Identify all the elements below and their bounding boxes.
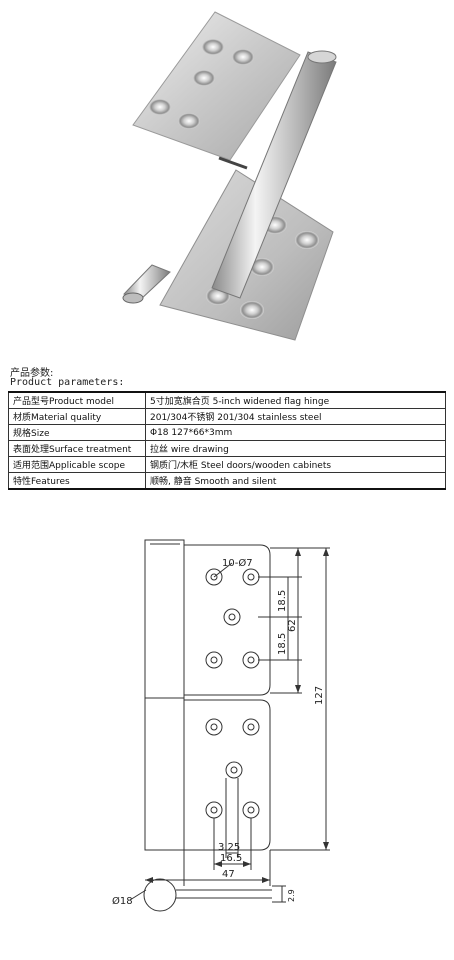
- spec-key: 规格Size: [8, 424, 146, 441]
- dim-62: 62: [287, 619, 298, 632]
- upper-leaf-outline: [184, 544, 271, 696]
- product-photo: [122, 11, 337, 341]
- upper-leaf: [132, 11, 301, 161]
- lower-leaf-outline: [184, 699, 271, 851]
- spec-key: 材质Material quality: [8, 408, 146, 425]
- barrel-outline: [144, 539, 185, 851]
- spec-key: 适用范围Applicable scope: [8, 456, 146, 473]
- hole-count-label: 10-Ø7: [222, 557, 253, 569]
- params-heading-en: Product parameters:: [10, 377, 125, 388]
- dim-18-5-bottom: 18.5: [277, 633, 288, 655]
- dim-16-5: 16.5: [220, 853, 242, 864]
- technical-drawing: 10-Ø7 18.5 18.5 62 127 3.25 16.5 47 2.9 …: [112, 539, 330, 912]
- dim-18-5-top: 18.5: [277, 590, 288, 612]
- table-row: 规格Size Φ18 127*66*3mm: [8, 424, 446, 441]
- dim-2-9: 2.9: [287, 889, 296, 902]
- spec-value: 201/304不锈钢 201/304 stainless steel: [145, 408, 446, 425]
- spec-key: 表面处理Surface treatment: [8, 440, 146, 457]
- dim-47: 47: [222, 869, 235, 880]
- dim-3-25: 3.25: [218, 842, 240, 853]
- table-row: 特性Features 顺畅, 静音 Smooth and silent: [8, 472, 446, 490]
- spec-key: 产品型号Product model: [8, 391, 146, 409]
- spec-key: 特性Features: [8, 472, 146, 490]
- spec-value: 钢质门/木柜 Steel doors/wooden cabinets: [145, 456, 446, 473]
- table-row: 适用范围Applicable scope 钢质门/木柜 Steel doors/…: [8, 456, 446, 473]
- barrel-profile: [143, 878, 177, 912]
- spec-value: 顺畅, 静音 Smooth and silent: [145, 472, 446, 490]
- dim-127: 127: [314, 686, 325, 705]
- table-row: 材质Material quality 201/304不锈钢 201/304 st…: [8, 408, 446, 425]
- dim-d18: Ø18: [112, 895, 133, 907]
- table-row: 表面处理Surface treatment 拉丝 wire drawing: [8, 440, 446, 457]
- spec-value: 5寸加宽旗合页 5-inch widened flag hinge: [145, 391, 446, 409]
- spec-value: 拉丝 wire drawing: [145, 440, 446, 457]
- params-heading-cn: 产品参数:: [10, 368, 54, 379]
- spec-table: 产品型号Product model 5寸加宽旗合页 5-inch widened…: [8, 391, 446, 490]
- table-row: 产品型号Product model 5寸加宽旗合页 5-inch widened…: [8, 391, 446, 409]
- spec-value: Φ18 127*66*3mm: [145, 424, 446, 441]
- hinge-barrel: [122, 50, 337, 304]
